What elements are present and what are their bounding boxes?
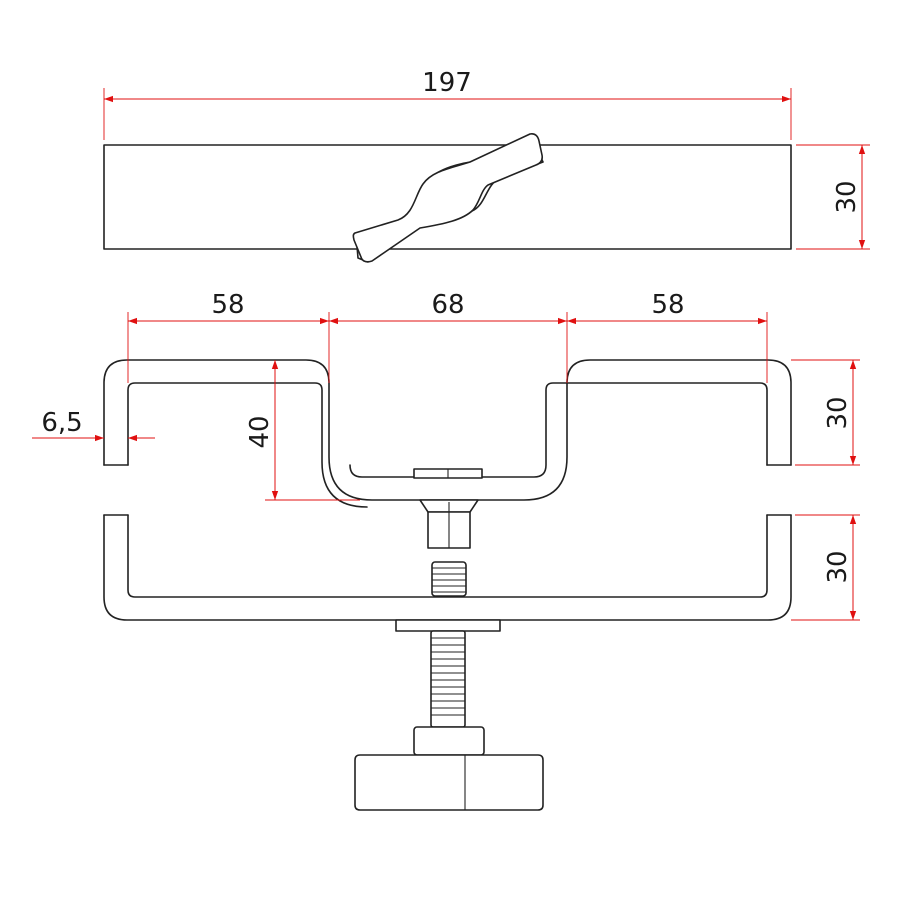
overall-length-label: 197 <box>422 68 472 98</box>
screw-thread <box>431 637 465 716</box>
middle-width-label: 68 <box>431 290 464 320</box>
dimension-overall-length: 197 <box>103 68 792 140</box>
upper-bracket-outer-outline <box>103 359 792 501</box>
left-width-label: 58 <box>211 290 244 320</box>
top-height-label: 30 <box>832 180 862 213</box>
inner-depth-label: 40 <box>245 415 275 448</box>
lower-washer-plate <box>395 619 501 632</box>
lower-bracket-inner-outline <box>127 514 768 598</box>
dimension-top-height: 30 <box>796 144 870 250</box>
lower-right-height-label: 30 <box>823 550 853 583</box>
knob-body <box>354 754 544 811</box>
knob-collar <box>413 726 485 756</box>
material-thickness-label: 6,5 <box>41 408 82 438</box>
upper-bracket <box>103 359 792 508</box>
upper-right-height-label: 30 <box>823 396 853 429</box>
dimension-middle-width: 68 <box>329 290 568 383</box>
dimension-upper-right-height: 30 <box>791 359 860 466</box>
upper-stud <box>419 499 479 597</box>
upper-bracket-inner-outline-2 <box>349 382 768 478</box>
top-view-handle-shape <box>352 133 544 263</box>
right-width-label: 58 <box>651 290 684 320</box>
dimension-inner-depth: 40 <box>245 360 360 501</box>
lower-screw <box>354 630 544 811</box>
upper-thread <box>431 561 467 597</box>
top-view <box>103 133 792 263</box>
dimension-lower-right-height: 30 <box>791 514 860 621</box>
upper-bracket-inner-outline <box>127 382 368 508</box>
dimension-right-width: 58 <box>567 290 768 383</box>
dimension-left-width: 58 <box>127 290 330 383</box>
dimension-material-thickness: 6,5 <box>32 408 155 442</box>
